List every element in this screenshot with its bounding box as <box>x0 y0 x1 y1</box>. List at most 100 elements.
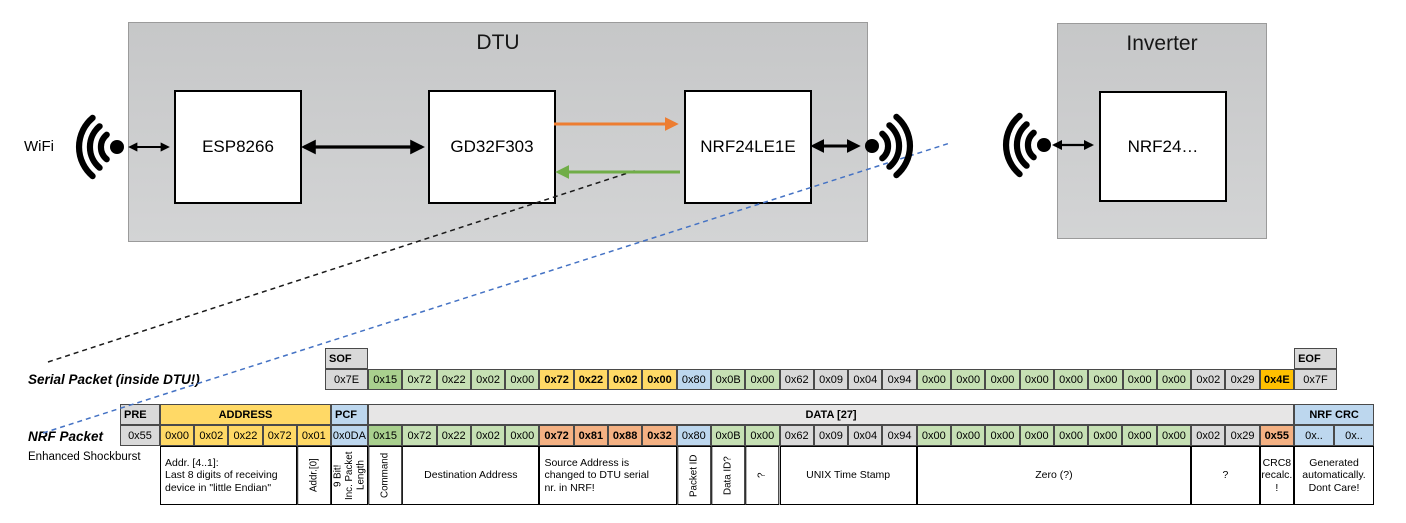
dtu-title: DTU <box>476 31 520 54</box>
annotation-cell: CRC8 recalc. ! <box>1259 446 1295 505</box>
serial-sof-byte: 0x7E <box>325 369 368 390</box>
byte-cell: 0x00 <box>950 425 986 446</box>
annotation-cell: Command <box>367 446 403 505</box>
enhanced-shockburst-label: Enhanced Shockburst <box>28 451 141 463</box>
byte-cell: 0x22 <box>436 369 471 390</box>
inverter-container: Inverter <box>1057 23 1267 239</box>
byte-cell: 0x00 <box>1088 369 1123 390</box>
byte-cell: 0x72 <box>539 425 574 446</box>
nrf-data-header: DATA [27] <box>368 404 1295 425</box>
annotation-cell: ? <box>745 446 780 505</box>
byte-cell: 0x02 <box>1191 369 1226 390</box>
serial-eof-byte: 0x7F <box>1294 369 1338 390</box>
chip-inverter-nrf24-label: NRF24… <box>1127 136 1199 156</box>
byte-cell: 0x00 <box>745 425 780 446</box>
byte-cell: 0x00 <box>1053 425 1089 446</box>
annotation-cell: Generated automatically. Dont Care! <box>1294 446 1375 505</box>
nrf-crc-byte-1: 0x.. <box>1333 425 1374 446</box>
annotation-cell: UNIX Time Stamp <box>779 446 917 505</box>
byte-cell: 0x00 <box>985 425 1020 446</box>
byte-cell: 0x32 <box>642 425 677 446</box>
byte-cell: 0x02 <box>470 425 506 446</box>
serial-sof-header: SOF <box>325 348 368 369</box>
byte-cell: 0x94 <box>882 425 917 446</box>
byte-cell: 0x04 <box>848 425 883 446</box>
chip-gd32f303-label: GD32F303 <box>450 137 534 156</box>
byte-cell: 0x02 <box>470 369 506 390</box>
chip-esp8266: ESP8266 <box>174 90 302 204</box>
byte-cell: 0x00 <box>1156 369 1192 390</box>
wifi-label: WiFi <box>24 138 54 155</box>
nrf-pre-byte: 0x55 <box>120 425 160 446</box>
annotation-cell: 9 Bit! Inc. Packet Length <box>330 446 368 505</box>
nrf-crc-byte-0: 0x.. <box>1293 425 1334 446</box>
byte-cell: 0x02 <box>608 369 643 390</box>
byte-cell: 0x01 <box>296 425 331 446</box>
byte-cell: 0x80 <box>676 369 711 390</box>
nrf-crc-header: NRF CRC <box>1294 404 1375 425</box>
byte-cell: 0x00 <box>505 425 540 446</box>
byte-cell: 0x94 <box>882 369 917 390</box>
byte-cell: 0x00 <box>1122 425 1157 446</box>
byte-cell: 0x22 <box>228 425 263 446</box>
byte-cell: 0x00 <box>1156 425 1192 446</box>
byte-cell: 0x00 <box>951 369 986 390</box>
byte-cell: 0x29 <box>1225 369 1260 390</box>
inverter-title: Inverter <box>1126 32 1198 55</box>
byte-cell: 0x02 <box>194 425 229 446</box>
byte-cell: 0x4E <box>1259 369 1295 390</box>
annotation-cell: Destination Address <box>402 446 540 505</box>
annotation-row: Addr. [4..1]: Last 8 digits of receiving… <box>160 446 1375 505</box>
byte-cell: 0x09 <box>813 369 849 390</box>
byte-cell: 0x00 <box>985 369 1020 390</box>
byte-cell: 0x62 <box>779 369 814 390</box>
byte-cell: 0x09 <box>813 425 849 446</box>
nrf-address-header: ADDRESS <box>160 404 331 425</box>
chip-gd32f303: GD32F303 <box>428 90 556 204</box>
byte-cell: 0x15 <box>367 425 403 446</box>
nrf-header-row: PRE ADDRESS PCF DATA [27] NRF CRC <box>120 404 1375 425</box>
byte-cell: 0x55 <box>1259 425 1294 446</box>
chip-esp8266-label: ESP8266 <box>202 137 274 156</box>
byte-cell: 0x00 <box>642 369 677 390</box>
byte-cell: 0x72 <box>262 425 297 446</box>
byte-cell: 0x62 <box>779 425 814 446</box>
wifi-icon-inverter <box>1003 112 1051 178</box>
byte-cell: 0x80 <box>676 425 711 446</box>
byte-cell: 0x00 <box>1053 369 1089 390</box>
byte-cell: 0x00 <box>1019 369 1054 390</box>
annotation-cell: Source Address is changed to DTU serial … <box>539 446 677 505</box>
byte-cell: 0x72 <box>402 425 437 446</box>
annotation-cell: Addr. [4..1]: Last 8 digits of receiving… <box>160 446 297 505</box>
byte-cell: 0x00 <box>916 369 952 390</box>
byte-cell: 0x22 <box>573 369 609 390</box>
byte-cell: 0x00 <box>745 369 780 390</box>
byte-cell: 0x04 <box>848 369 883 390</box>
byte-cell: 0x00 <box>1019 425 1054 446</box>
wifi-icon-dtu-left <box>76 114 124 180</box>
annotation-cell: Addr.[0] <box>296 446 331 505</box>
byte-cell: 0x00 <box>505 369 540 390</box>
annotation-cell: Data ID? <box>710 446 746 505</box>
serial-eof-header: EOF <box>1294 348 1338 369</box>
byte-cell: 0x0B <box>710 425 746 446</box>
nrf-pcf-byte: 0x0DA <box>330 425 368 446</box>
byte-cell: 0x02 <box>1191 425 1226 446</box>
byte-cell: 0x81 <box>573 425 609 446</box>
chip-nrf24le1e-label: NRF24LE1E <box>700 137 796 156</box>
byte-cell: 0x0B <box>710 369 746 390</box>
chip-inverter-nrf24: NRF24… <box>1099 91 1227 202</box>
byte-cell: 0x00 <box>1122 369 1157 390</box>
serial-packet-label: Serial Packet (inside DTU!) <box>28 372 200 387</box>
wifi-icon-dtu-right <box>865 113 913 179</box>
annotation-cell: ? <box>1191 446 1260 505</box>
byte-cell: 0x88 <box>608 425 643 446</box>
byte-cell: 0x72 <box>402 369 437 390</box>
chip-nrf24le1e: NRF24LE1E <box>684 90 812 204</box>
